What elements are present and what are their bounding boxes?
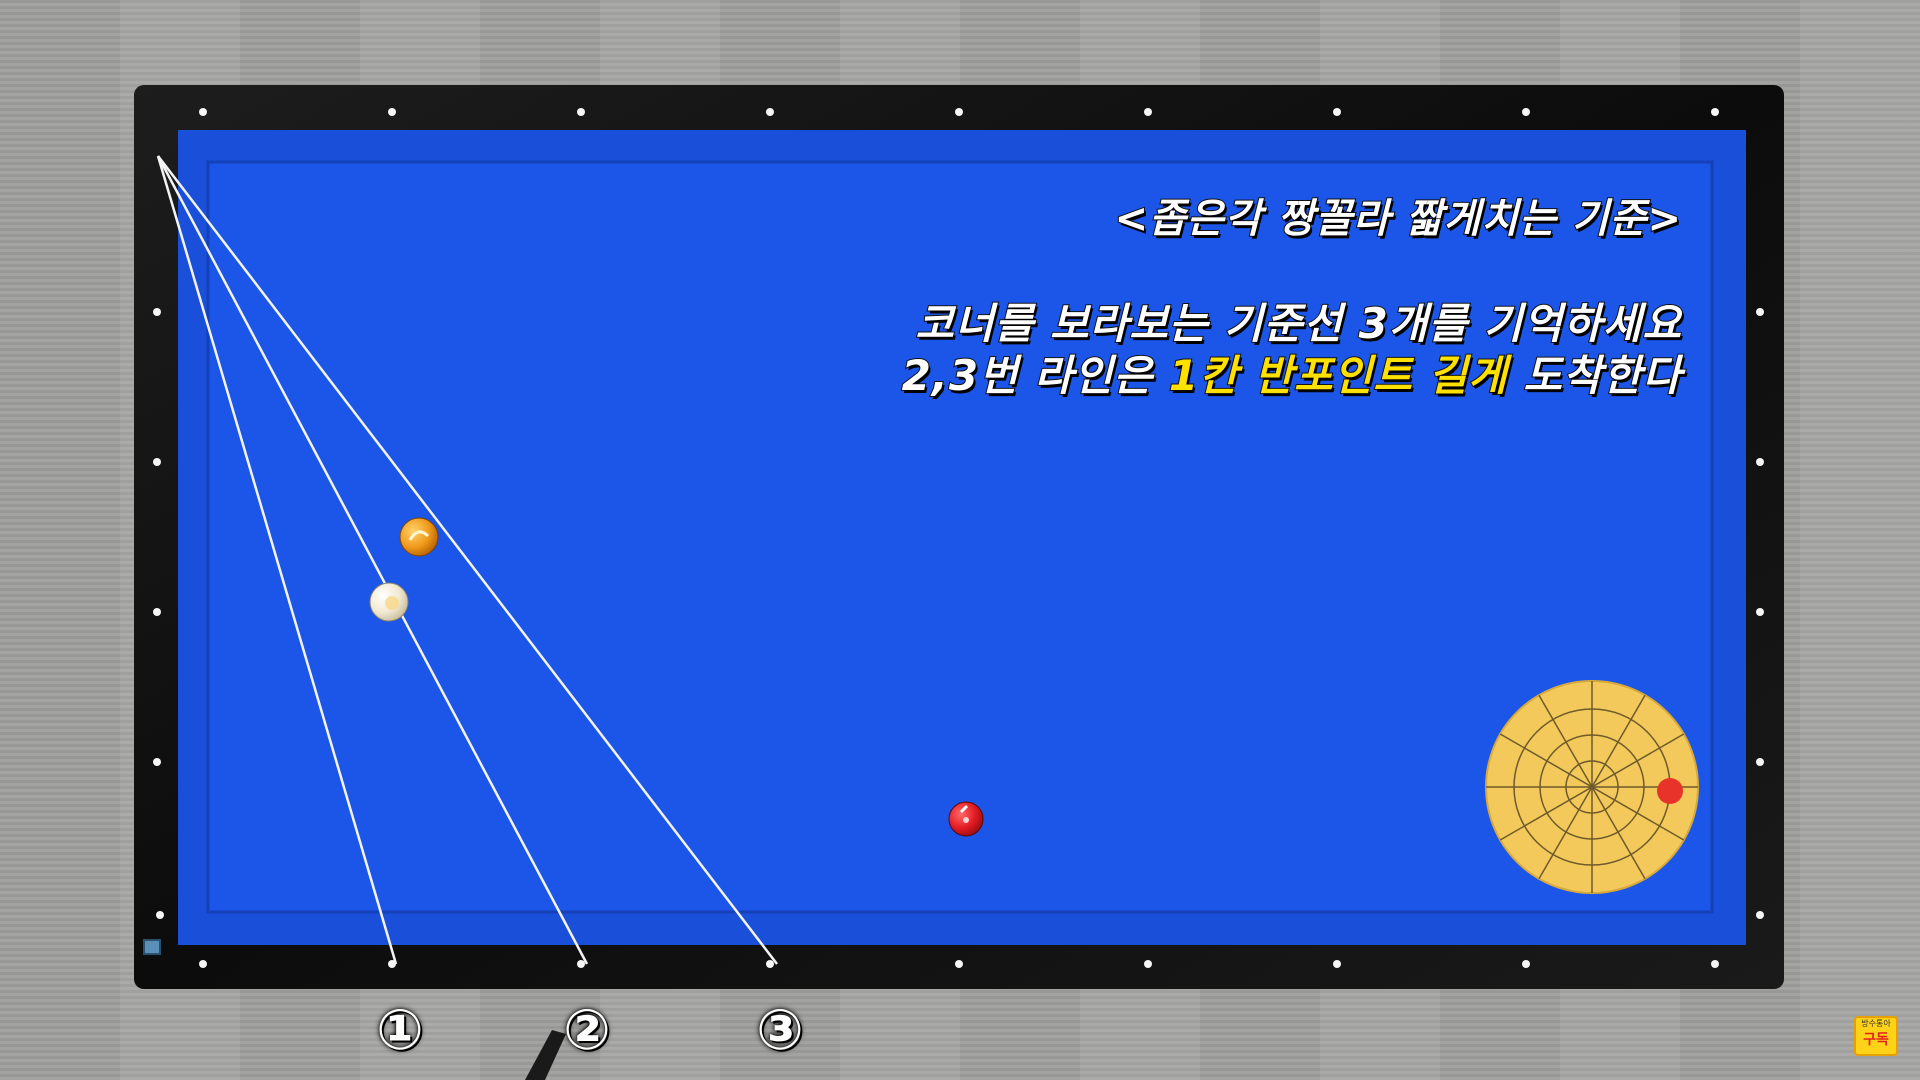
- diamond-right: [1756, 608, 1764, 616]
- caption-line-2: 2,3번 라인은 1칸 반포인트 길게 도착한다: [901, 342, 1682, 403]
- diamond-bottom: [577, 960, 585, 968]
- white-ball: [369, 582, 409, 622]
- diamond-top: [766, 108, 774, 116]
- diamond-top: [199, 108, 207, 116]
- caption-highlight: 1칸 반포인트 길게: [1168, 350, 1508, 401]
- diamond-right: [1756, 758, 1764, 766]
- line-marker-3: ③: [756, 998, 804, 1063]
- diamond-bottom: [1333, 960, 1341, 968]
- diamond-bottom: [766, 960, 774, 968]
- aim-point-diagram: [1485, 680, 1699, 894]
- line-marker-2: ②: [563, 998, 611, 1063]
- diamond-left: [156, 911, 164, 919]
- orange-ball: [399, 517, 439, 557]
- diamond-top: [1333, 108, 1341, 116]
- caption-line-2-prefix: 2,3번 라인은: [901, 350, 1169, 401]
- diamond-top: [577, 108, 585, 116]
- aim-dot: [1657, 778, 1683, 804]
- diamond-right: [1756, 458, 1764, 466]
- cushion-edge: [206, 160, 1714, 914]
- table-cloth: [208, 162, 1712, 912]
- caption-line-2-suffix: 도착한다: [1507, 350, 1682, 401]
- rail-diamonds: [153, 108, 1764, 968]
- diamond-bottom: [388, 960, 396, 968]
- subscribe-badge[interactable]: 방수통아 구독: [1854, 1016, 1898, 1056]
- diamond-bottom: [199, 960, 207, 968]
- diamond-left: [153, 458, 161, 466]
- cue-shadow: [525, 1030, 566, 1080]
- diamond-right: [1756, 911, 1764, 919]
- diamond-left: [153, 758, 161, 766]
- diamond-bottom: [1711, 960, 1719, 968]
- reference-line-2: [156, 155, 589, 965]
- line-marker-1: ①: [376, 998, 424, 1063]
- diamond-bottom: [1522, 960, 1530, 968]
- chalk-cube: [143, 939, 161, 955]
- reference-line-3: [157, 155, 778, 965]
- diamond-top: [1711, 108, 1719, 116]
- reference-line-1: [156, 155, 398, 965]
- diamond-top: [1522, 108, 1530, 116]
- caption-title: <좁은각 짱꼴라 짧게치는 기준>: [1114, 195, 1682, 243]
- red-ball: [948, 801, 984, 837]
- diamond-right: [1756, 308, 1764, 316]
- diamond-left: [153, 608, 161, 616]
- diamond-left: [153, 308, 161, 316]
- caption-line-1: 코너를 보라보는 기준선 3개를 기억하세요: [914, 298, 1682, 349]
- diamond-bottom: [955, 960, 963, 968]
- subscribe-badge-label: 구독: [1863, 1032, 1889, 1048]
- diamond-bottom: [1144, 960, 1152, 968]
- diamond-top: [388, 108, 396, 116]
- subscribe-badge-top: 방수통아: [1861, 1019, 1891, 1028]
- diamond-top: [1144, 108, 1152, 116]
- reference-lines: [156, 155, 778, 965]
- diamond-top: [955, 108, 963, 116]
